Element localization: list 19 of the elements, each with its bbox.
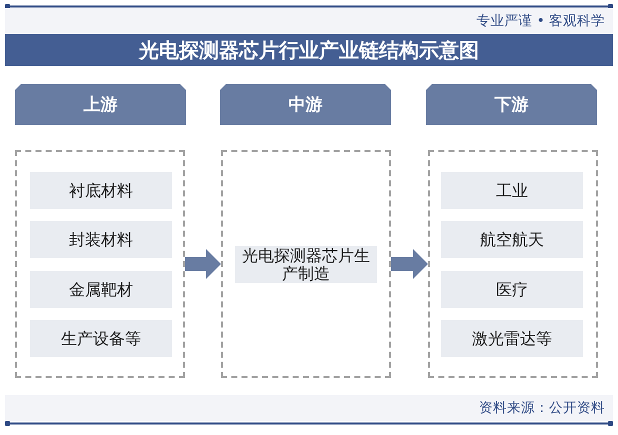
label-box: 工业 <box>441 172 583 209</box>
title-bar: 光电探测器芯片行业产业链结构示意图 <box>5 34 613 66</box>
label-box: 生产设备等 <box>30 320 172 357</box>
dashed-frame <box>221 150 391 378</box>
arrow <box>185 249 221 279</box>
label-box: 金属靶材 <box>30 271 172 308</box>
stage-header: 中游 <box>220 84 391 125</box>
dashed-frame <box>428 150 598 378</box>
label-box: 医疗 <box>441 271 583 308</box>
source-note: 资料来源：公开资料 <box>479 400 605 416</box>
label-box: 衬底材料 <box>30 172 172 209</box>
dashed-frame <box>15 150 185 378</box>
slogan-text: 专业严谨 • 客观科学 <box>476 13 605 29</box>
stage-header: 上游 <box>15 84 186 125</box>
label-box: 航空航天 <box>441 221 583 258</box>
label-box: 封装材料 <box>30 221 172 258</box>
label-box: 激光雷达等 <box>441 320 583 357</box>
stage-header: 下游 <box>426 84 597 125</box>
label-box: 光电探测器芯片生产制造 <box>235 246 377 283</box>
